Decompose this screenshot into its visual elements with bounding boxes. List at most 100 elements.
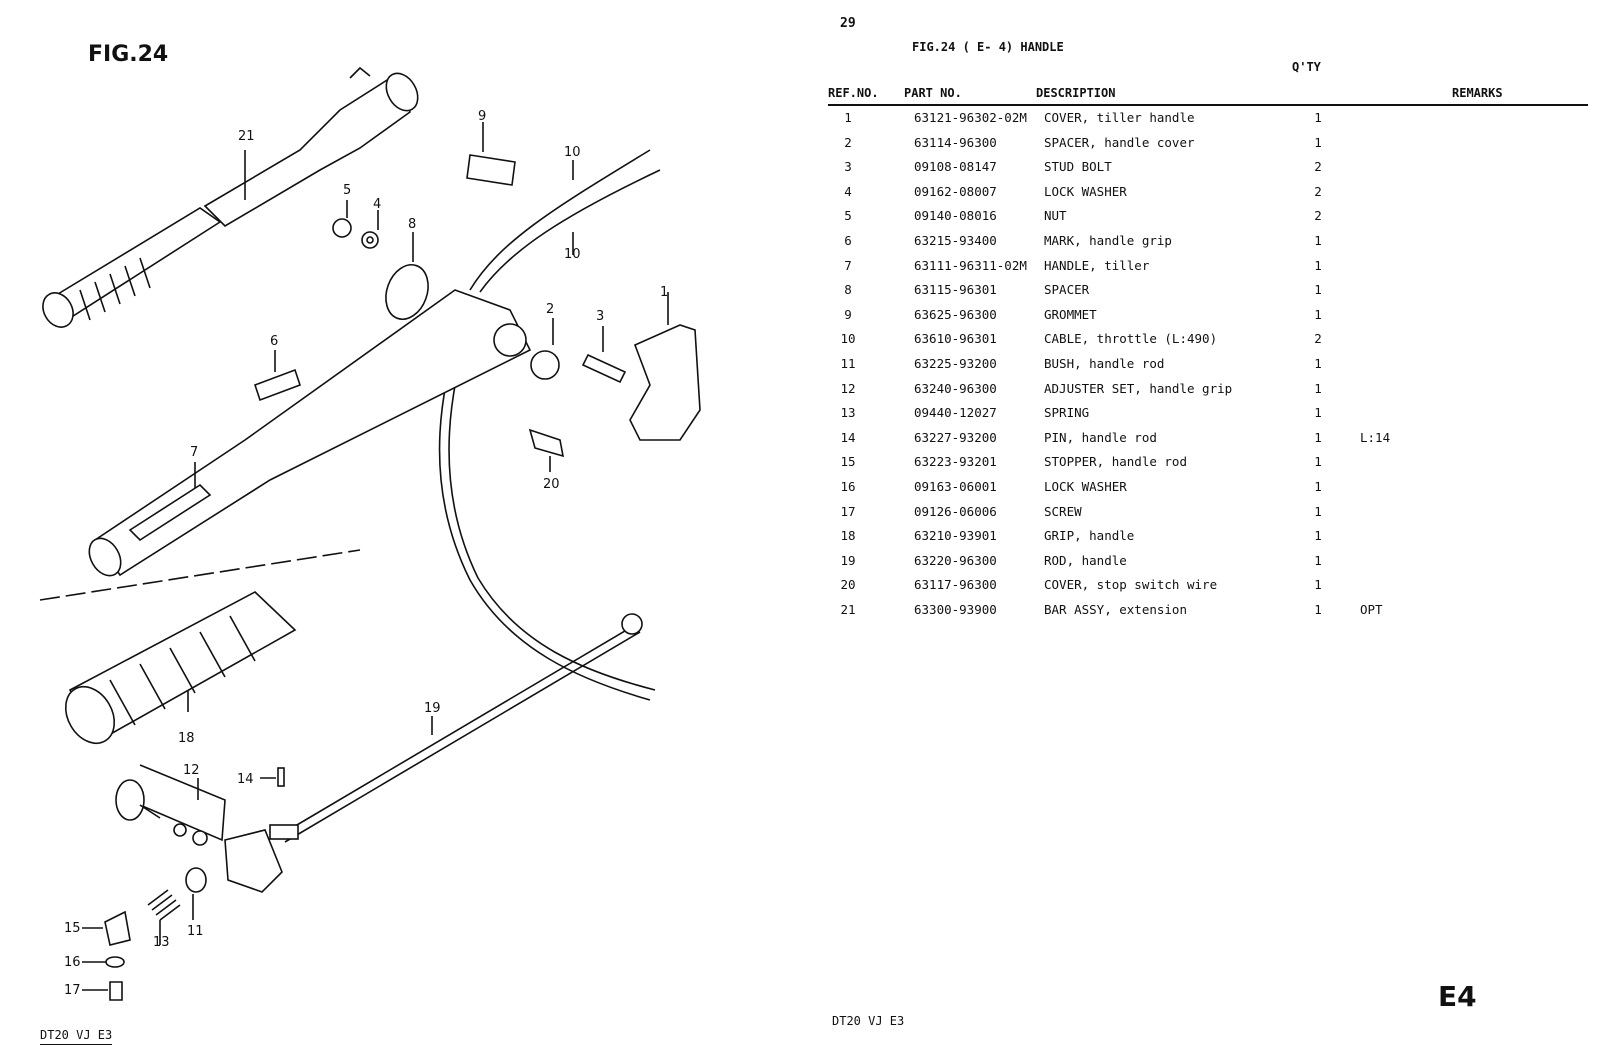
part-number-cell: 63223-93201: [914, 454, 997, 470]
callout-15: 15: [64, 921, 81, 936]
qty-cell: 2: [1314, 159, 1322, 175]
remarks-cell: L:14: [1360, 429, 1391, 445]
table-header: Q'TY REF.NO. PART NO. DESCRIPTION REMARK…: [828, 60, 1588, 106]
description-cell: MARK, handle grip: [1044, 232, 1172, 248]
description-cell: LOCK WASHER: [1044, 478, 1127, 494]
description-cell: SPRING: [1044, 405, 1090, 421]
table-row: 8 63115-96301 SPACER 1: [828, 282, 1588, 307]
part-number-cell: 63227-93200: [914, 429, 997, 445]
ref-cell: 12: [840, 380, 856, 396]
description-cell: GROMMET: [1044, 306, 1097, 322]
part-number-cell: 63225-93200: [914, 355, 997, 371]
ref-cell: 21: [840, 601, 856, 617]
part-grommet: [466, 154, 516, 186]
ref-cell: 11: [840, 355, 856, 371]
callout-2: 2: [546, 302, 554, 317]
part-rod-pin: [277, 767, 285, 787]
description-cell: COVER, stop switch wire: [1044, 577, 1218, 593]
qty-cell: 1: [1314, 134, 1322, 150]
callout-13: 13: [153, 935, 170, 950]
ref-cell: 13: [840, 405, 856, 421]
ref-header: REF.NO.: [828, 86, 879, 100]
ref-cell: 3: [844, 159, 852, 175]
callout-4: 4: [373, 197, 381, 212]
qty-cell: 1: [1314, 282, 1322, 298]
qty-cell: 2: [1314, 183, 1322, 199]
ref-cell: 8: [844, 282, 852, 298]
ref-cell: 9: [844, 306, 852, 322]
qty-cell: 1: [1314, 257, 1322, 273]
description-cell: SPACER, handle cover: [1044, 134, 1195, 150]
part-handle-grip: [64, 591, 297, 745]
part-number-cell: 63215-93400: [914, 232, 997, 248]
callout-3: 3: [596, 309, 604, 324]
ref-cell: 2: [844, 134, 852, 150]
part-number-cell: 09126-06006: [914, 503, 997, 519]
part-number-cell: 09140-08016: [914, 208, 997, 224]
callout-1: 1: [660, 285, 668, 300]
callout-20: 20: [543, 477, 560, 492]
qty-cell: 1: [1314, 380, 1322, 396]
qty-cell: 1: [1314, 454, 1322, 470]
part-spacer-ring: [385, 264, 429, 320]
part-number-cell: 63625-96300: [914, 306, 997, 322]
part-handle-mark: [253, 368, 302, 402]
qty-header: Q'TY: [1292, 60, 1321, 74]
part-spacer-cover: [530, 350, 560, 380]
description-cell: NUT: [1044, 208, 1067, 224]
part-header: PART NO.: [904, 86, 962, 100]
part-wire-cover: [528, 428, 565, 458]
qty-cell: 1: [1314, 577, 1322, 593]
part-number-cell: 63121-96302-02M: [914, 110, 1027, 125]
callout-18: 18: [178, 731, 195, 746]
part-number-cell: 09440-12027: [914, 405, 997, 421]
qty-cell: 2: [1314, 208, 1322, 224]
description-cell: SPACER: [1044, 282, 1090, 298]
description-cell: PIN, handle rod: [1044, 429, 1157, 445]
part-number-cell: 63111-96311-02M: [914, 257, 1027, 273]
part-number-cell: 63300-93900: [914, 601, 997, 617]
part-number-cell: 63115-96301: [914, 282, 997, 298]
description-cell: BAR ASSY, extension: [1044, 601, 1187, 617]
ref-cell: 5: [844, 208, 852, 224]
callout-10b: 10: [564, 247, 581, 262]
description-cell: BUSH, handle rod: [1044, 355, 1165, 371]
catalog-title: FIG.24 ( E- 4) HANDLE: [912, 40, 1064, 54]
callout-21: 21: [238, 129, 255, 144]
part-number-cell: 63210-93901: [914, 528, 997, 544]
callout-17: 17: [64, 983, 81, 998]
ref-cell: 6: [844, 232, 852, 248]
qty-cell: 1: [1314, 601, 1322, 617]
callout-12: 12: [183, 763, 200, 778]
part-number-cell: 63220-96300: [914, 552, 997, 568]
part-spring: [147, 889, 181, 921]
part-nut-washer: [332, 218, 379, 249]
part-number-cell: 63117-96300: [914, 577, 997, 593]
description-cell: STUD BOLT: [1044, 159, 1112, 175]
part-number-cell: 09162-08007: [914, 183, 997, 199]
part-tiller-handle: [88, 289, 532, 577]
part-number-cell: 09163-06001: [914, 478, 997, 494]
description-cell: ADJUSTER SET, handle grip: [1044, 380, 1233, 396]
description-cell: COVER, tiller handle: [1044, 110, 1195, 125]
qty-cell: 1: [1314, 355, 1322, 371]
part-bush: [185, 867, 207, 893]
description-cell: CABLE, throttle (L:490): [1044, 331, 1218, 347]
section-code: E4: [1438, 980, 1477, 1013]
ref-cell: 4: [844, 183, 852, 199]
remarks-header: REMARKS: [1452, 86, 1503, 100]
qty-cell: 1: [1314, 503, 1322, 519]
